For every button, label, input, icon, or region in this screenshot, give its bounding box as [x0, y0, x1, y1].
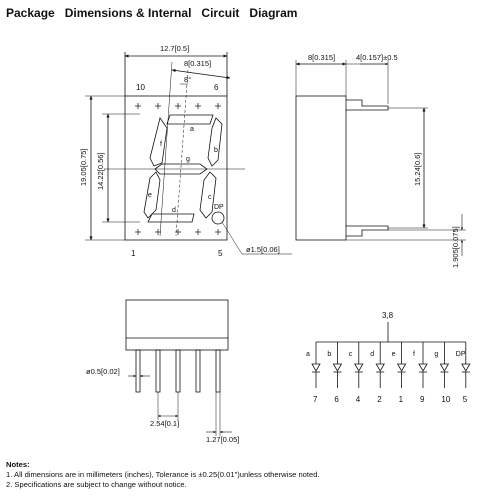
segment-b [207, 117, 223, 167]
segment-g-label: g [186, 156, 190, 163]
notes-heading: Notes: [6, 460, 30, 469]
depth-label: 8[0.315] [308, 53, 335, 62]
dp-label: DP [214, 204, 224, 211]
pin-length-label: 1.27[0.05] [206, 435, 239, 444]
decimal-point [211, 211, 225, 225]
circuit-pin-label: 2 [377, 395, 382, 404]
common-pin-label: 3,8 [382, 311, 394, 320]
pin-row [135, 349, 221, 393]
segment-a-label: a [190, 126, 194, 133]
segment-e-label: e [148, 192, 152, 199]
segment-b-label: b [214, 147, 218, 154]
side-top-pin [346, 99, 389, 111]
diode-c [354, 342, 364, 388]
page-title: Package Dimensions & Internal Circuit Di… [6, 6, 298, 20]
circuit-segment-label: b [327, 351, 331, 358]
note-line-1: 1. All dimensions are in millimeters (in… [6, 470, 320, 479]
side-body-outline [295, 95, 347, 241]
circuit-pin-label: 4 [356, 395, 361, 404]
pin-diameter-label: ø0.5[0.02] [86, 367, 120, 376]
segment-g [154, 163, 208, 175]
circuit-segment-label: DP [456, 351, 466, 358]
circuit-segment-label: g [434, 351, 438, 358]
circuit-segment-label: a [306, 351, 310, 358]
note-line-2: 2. Specifications are subject to change … [6, 480, 187, 489]
diode-f [418, 342, 428, 388]
top-width-label: 8[0.315] [184, 59, 211, 68]
diode-dp [461, 342, 471, 388]
circuit-pin-label: 9 [420, 395, 425, 404]
segment-f-label: f [160, 141, 162, 148]
circuit-pin-label: 6 [334, 395, 339, 404]
diode-d [375, 342, 385, 388]
circuit-segment-label: e [392, 351, 396, 358]
circuit-pin-label: 7 [313, 395, 318, 404]
notes: Notes: 1. All dimensions are in millimet… [6, 460, 496, 490]
segment-d [147, 213, 195, 223]
internal-circuit [311, 322, 471, 388]
segment-d-label: d [172, 207, 176, 214]
circuit-segment-label: f [413, 351, 415, 358]
segment-c-label: c [208, 194, 212, 201]
segment-c [199, 171, 217, 219]
seven-segment-digit [143, 114, 223, 223]
bottom-pin-marks [135, 229, 221, 235]
slant-angle-label: 8° [184, 75, 191, 84]
top-pin-marks [135, 103, 221, 109]
digit-height-label: 14.22[0.56] [96, 152, 105, 190]
pin-1-label: 1 [131, 249, 136, 258]
circuit-segment-label: d [370, 351, 374, 358]
diode-e [396, 342, 407, 388]
pin-pitch-label: 2.54[0.1] [150, 419, 179, 428]
pin-spacing-label: 15.24[0.6] [413, 153, 422, 186]
bottom-body-outline [125, 299, 229, 351]
bottom-view [125, 299, 232, 436]
width-label: 12.7[0.5] [160, 44, 189, 53]
dp-diameter-label: ø1.5[0.06] [246, 245, 280, 254]
pin-5-label: 5 [218, 249, 223, 258]
depth-extra-label: 4[0.157]±0.5 [356, 53, 398, 62]
side-bottom-pin [346, 225, 389, 237]
circuit-pin-label: 5 [463, 395, 468, 404]
circuit-segment-label: c [349, 351, 353, 358]
front-view [85, 52, 292, 255]
diode-b [332, 342, 343, 388]
segment-f [149, 117, 168, 167]
standoff-label: 1.905[0.075] [451, 226, 460, 268]
diode-g [439, 342, 450, 388]
segment-e [143, 171, 161, 219]
height-label: 19.05[0.75] [79, 148, 88, 186]
pin-10-label: 10 [136, 83, 145, 92]
front-body-outline [124, 95, 228, 241]
segment-a [166, 114, 214, 125]
side-view [295, 60, 466, 256]
diode-a [311, 342, 321, 388]
circuit-pin-label: 10 [441, 395, 450, 404]
circuit-pin-label: 1 [399, 395, 404, 404]
pin-6-label: 6 [214, 83, 219, 92]
